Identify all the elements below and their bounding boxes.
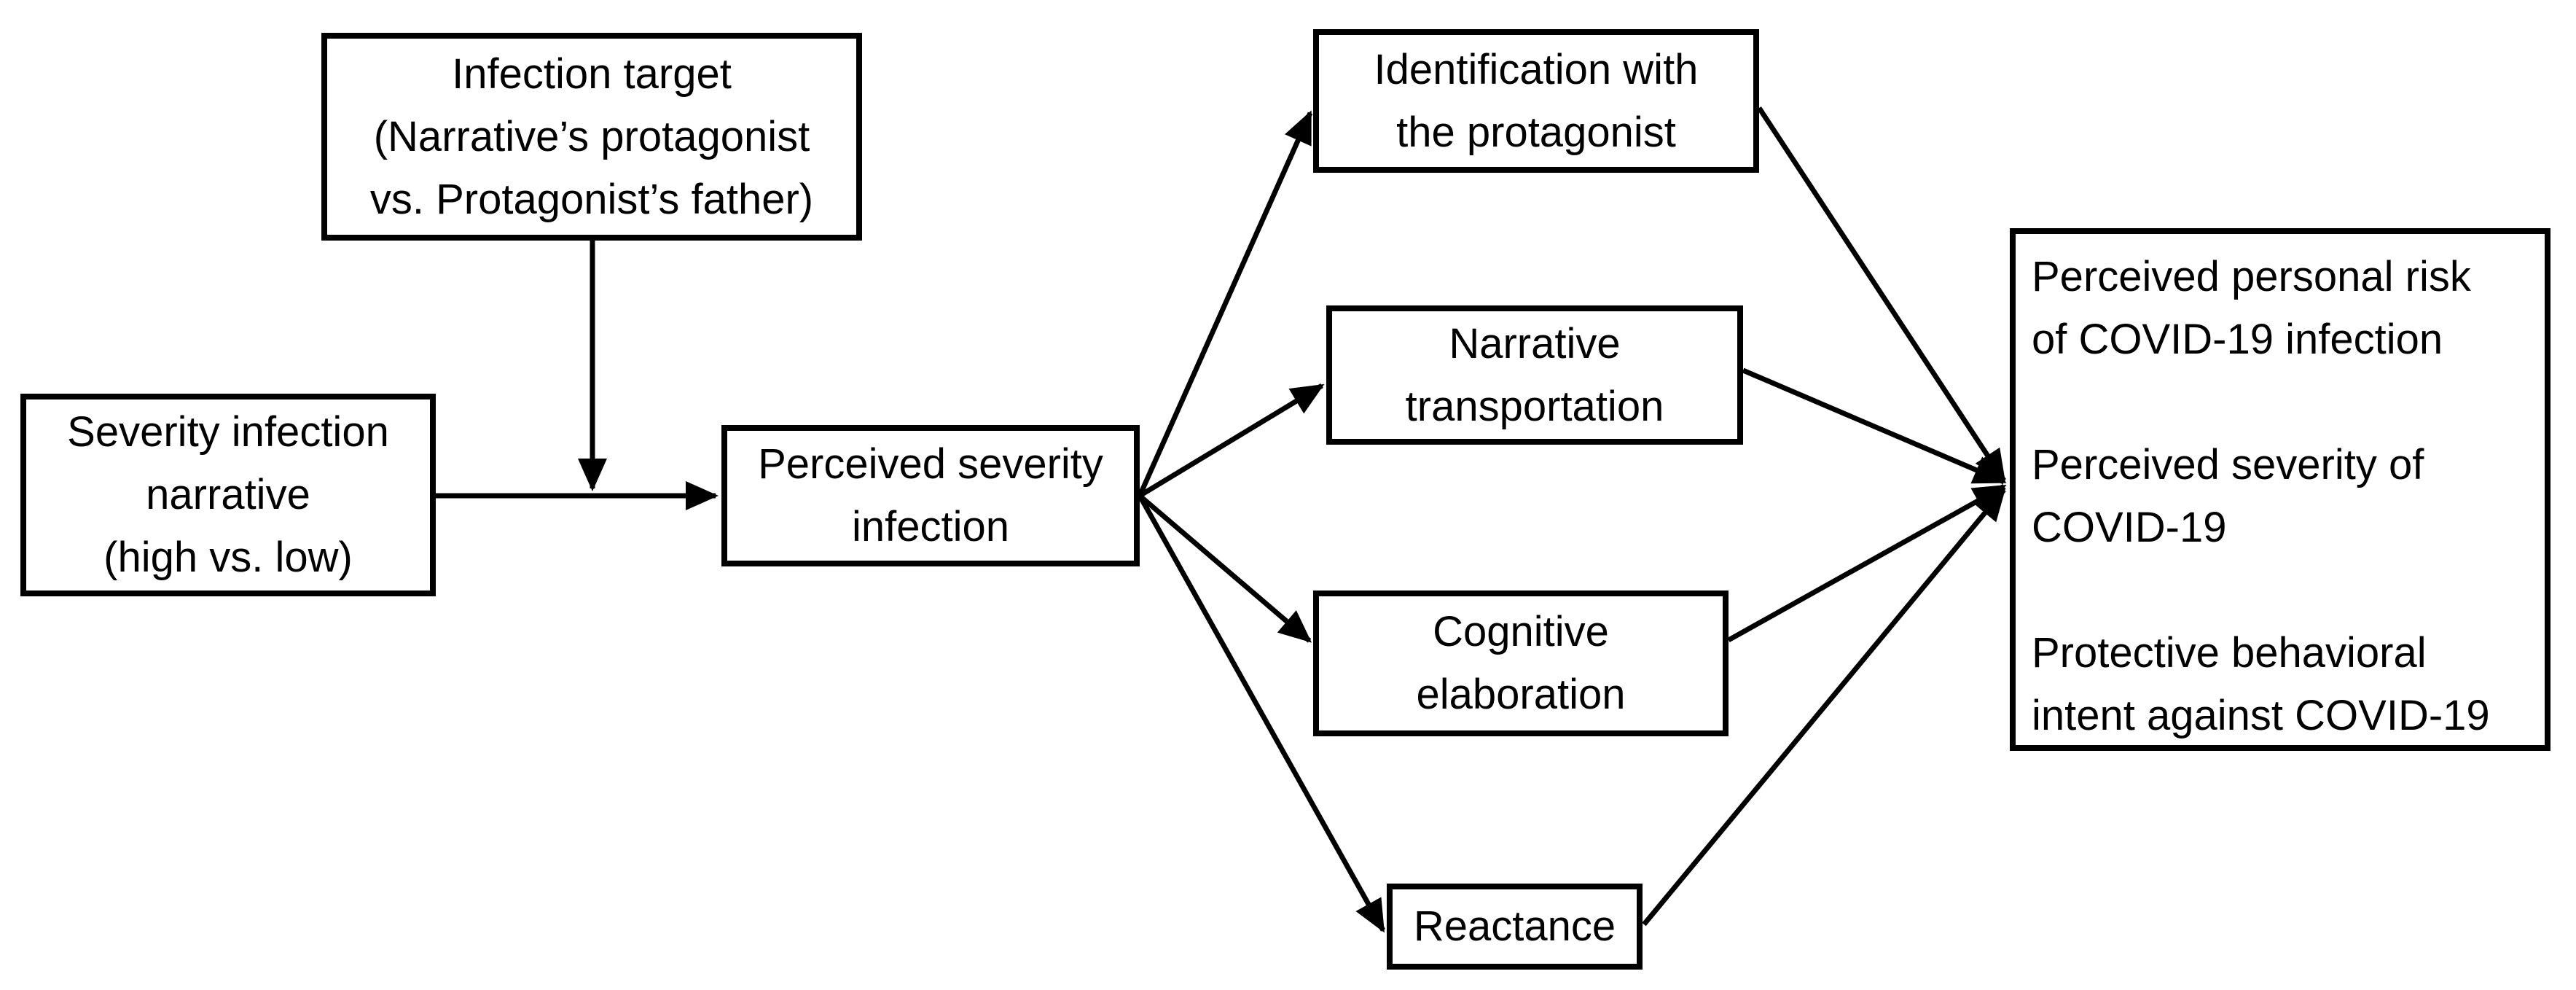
node-narrative-transportation: Narrative transportation [1326,305,1743,445]
node-infection-target: Infection target (Narrative’s protagonis… [321,33,862,241]
node-perceived-severity: Perceived severity infection [721,425,1140,566]
arrow-identification-to-outcomes [1757,106,2006,483]
node-reactance: Reactance [1387,884,1643,970]
node-identification: Identification with the protagonist [1313,29,1759,173]
arrow-cognitive-to-outcomes [1727,483,2007,643]
node-cognitive-elaboration: Cognitive elaboration [1313,591,1729,736]
arrow-reactance-to-outcomes [1642,487,2006,927]
arrow-transportation-to-outcomes [1742,367,2007,485]
arrow-perceived-to-reactance [1137,494,1386,933]
arrow-perceived-to-cognitive [1138,494,1312,643]
arrow-perceived-to-identification [1137,110,1313,497]
node-severity-narrative: Severity infection narrative (high vs. l… [20,394,436,596]
node-outcomes: Perceived personal risk of COVID-19 infe… [2010,228,2550,751]
arrow-perceived-to-transportation [1138,383,1325,498]
